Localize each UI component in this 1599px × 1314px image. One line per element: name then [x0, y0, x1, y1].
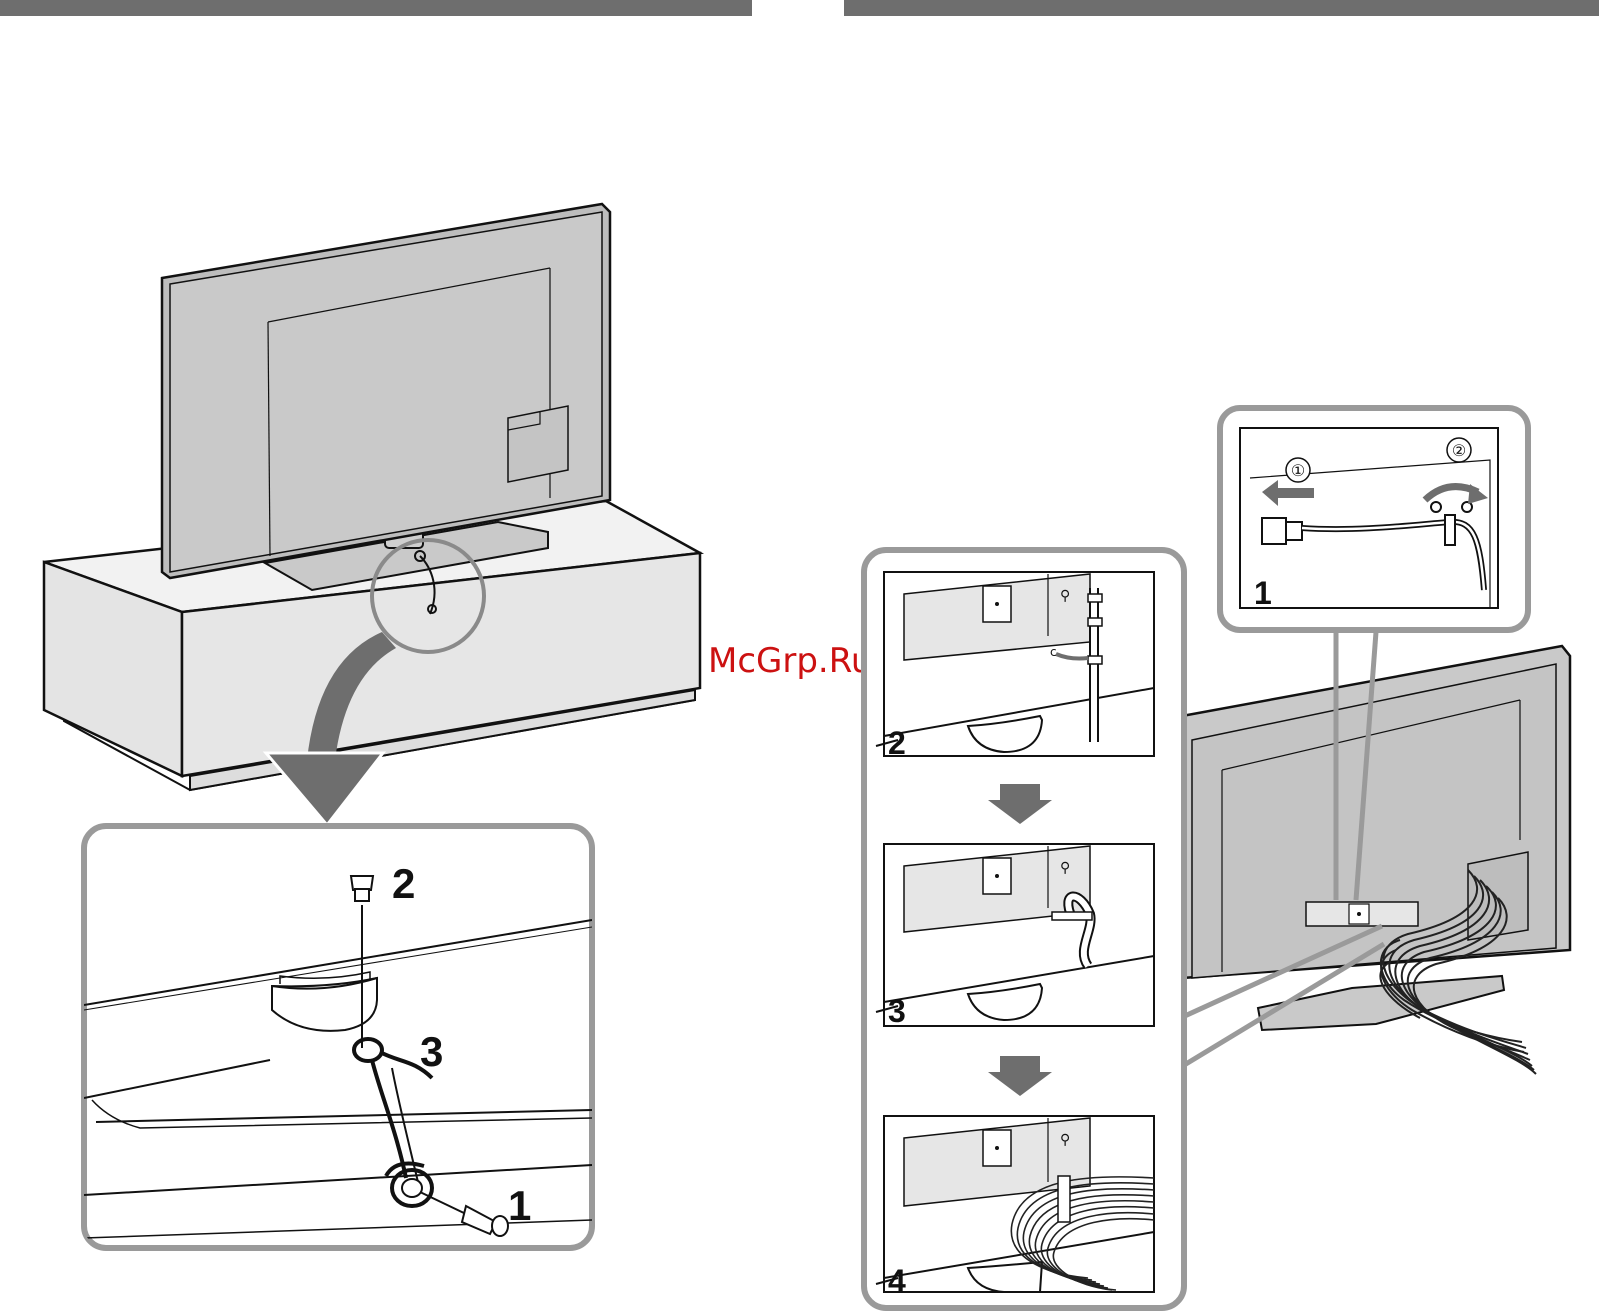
seq-label-3: 3 — [888, 993, 906, 1029]
top-rule-left — [0, 0, 752, 16]
sequence-panel: ⚲ c 2 ⚲ 3 — [864, 550, 1184, 1308]
tv-rear-cables-illustration — [1182, 646, 1570, 1074]
step-label-1: 1 — [508, 1182, 531, 1229]
stand-icon-right — [1258, 976, 1504, 1030]
power-cord-icon — [1262, 518, 1286, 544]
seq-label-4: 4 — [888, 1263, 906, 1299]
top-rule-right — [844, 0, 1599, 16]
detail-panel-strap: 2 3 1 — [84, 826, 592, 1248]
seq-label-2: 2 — [888, 725, 906, 761]
svg-text:⚲: ⚲ — [1060, 860, 1070, 876]
tv-on-stand-illustration — [44, 204, 700, 825]
svg-text:⚲: ⚲ — [1060, 1132, 1070, 1148]
svg-text:c: c — [1050, 645, 1057, 659]
sequence-step-4: ⚲ 4 — [876, 1116, 1154, 1299]
watermark: McGrp.Ru — [708, 641, 872, 681]
step-label-3: 3 — [420, 1028, 443, 1075]
sub-step-1: ① — [1291, 463, 1305, 480]
sub-step-2: ② — [1452, 443, 1466, 460]
svg-text:⚲: ⚲ — [1060, 588, 1070, 604]
sequence-step-2: ⚲ c 2 — [876, 572, 1154, 761]
inset-power-cord: ① ② 1 — [1220, 408, 1528, 630]
step-label-2: 2 — [392, 860, 415, 907]
inset-step-1: 1 — [1254, 575, 1272, 611]
sequence-step-3: ⚲ 3 — [876, 844, 1154, 1029]
